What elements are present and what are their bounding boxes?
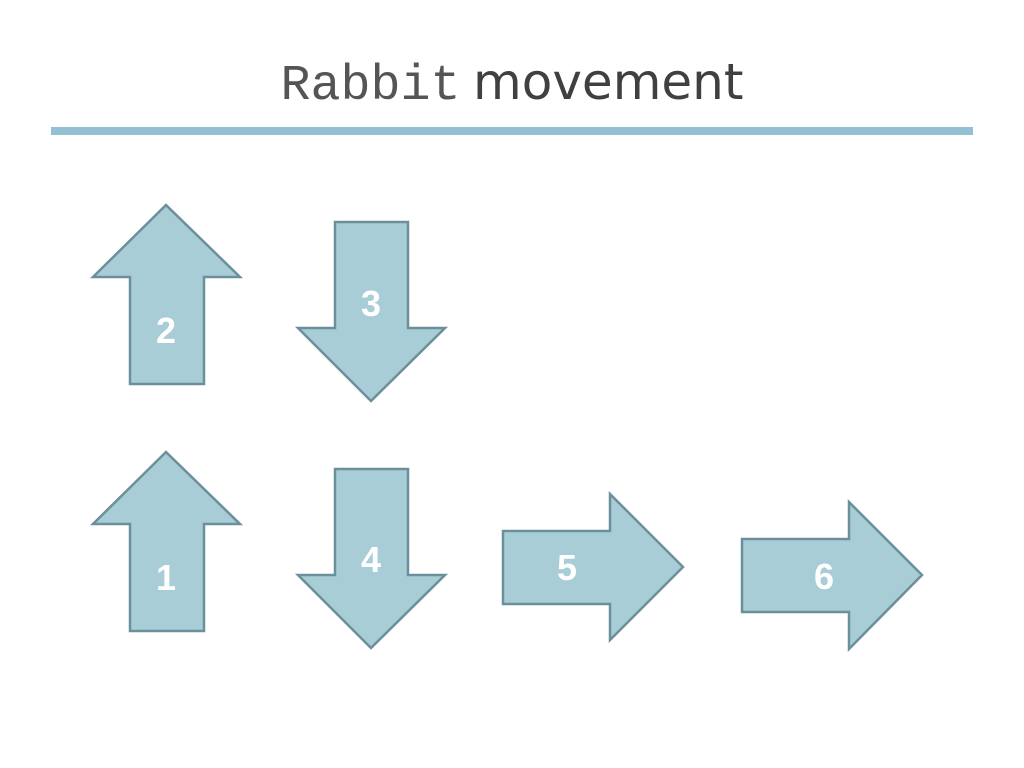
arrow-4: 4 [294, 467, 449, 650]
arrow-3-label: 3 [361, 283, 381, 324]
arrow-3: 3 [294, 220, 449, 403]
title-divider [51, 127, 973, 135]
arrow-3-shape [294, 220, 449, 403]
arrow-6-shape [740, 498, 924, 653]
arrow-2-shape [89, 203, 244, 386]
title-word: movement [473, 53, 744, 111]
slide-title: Rabbit movement [0, 50, 1024, 119]
arrow-1-shape [89, 450, 244, 633]
title-code-word: Rabbit [280, 58, 461, 115]
arrow-6: 6 [740, 498, 924, 653]
arrow-1-label: 1 [156, 557, 176, 598]
arrow-6-label: 6 [814, 556, 834, 597]
arrow-4-shape [294, 467, 449, 650]
arrow-1: 1 [89, 450, 244, 633]
arrow-2-label: 2 [156, 310, 176, 351]
arrow-5: 5 [501, 490, 685, 644]
arrow-4-label: 4 [361, 539, 381, 580]
arrow-2: 2 [89, 203, 244, 386]
arrow-5-label: 5 [557, 547, 577, 588]
arrow-5-shape [501, 490, 685, 644]
